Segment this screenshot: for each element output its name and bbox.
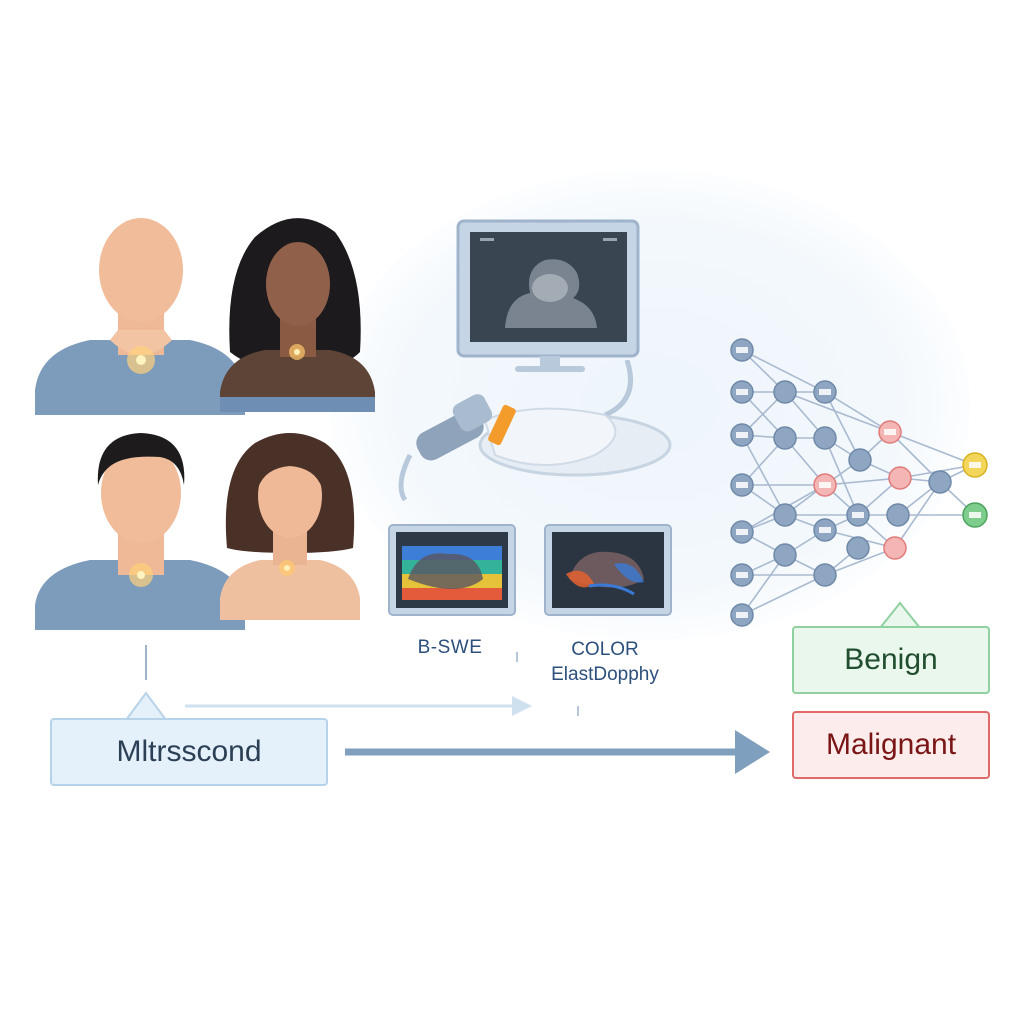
ultrasound-monitor-icon [456,219,640,372]
color-label-line1: COLOR [571,639,639,660]
neural-network-icon [730,338,988,627]
elastography-image-icon [388,524,516,616]
bswe-label: B-SWE [417,637,483,658]
malignant-output-box: Malignant [792,711,990,779]
patient-icon [220,218,375,412]
ultrasound-probe-icon [398,360,672,502]
input-modality-box: Mltrsscond [50,718,328,786]
patient-icon [35,218,245,415]
color-elastography-label: COLOR ElastDopphy [530,637,680,687]
patient-icon [35,433,245,630]
color-label-line2: ElastDopphy [551,664,659,685]
elastography-image-icon [544,524,672,616]
benign-output-box: Benign [792,626,990,694]
patient-icon [220,433,360,620]
